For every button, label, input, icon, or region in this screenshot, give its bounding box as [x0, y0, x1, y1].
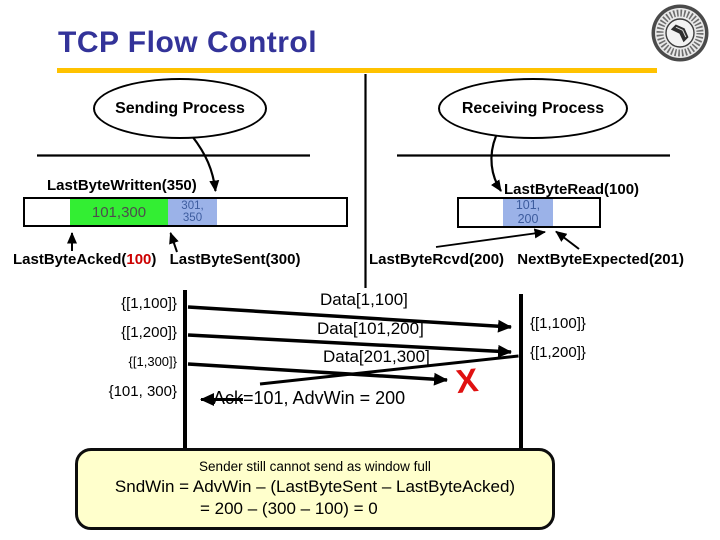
- data-message-label-2: Data[101,200]: [317, 319, 424, 338]
- next-byte-expected-label: NextByteExpected(201): [517, 251, 684, 268]
- note-line-2: SndWin = AdvWin – (LastByteSent – LastBy…: [114, 477, 516, 496]
- data-arrow-1: [187, 305, 512, 333]
- sender-state-4: {101, 300}: [108, 383, 177, 400]
- written-unsent-cell: 301, 350: [168, 199, 217, 225]
- rcvd-pointer-arrow: [435, 228, 546, 248]
- sending-process-to-buffer-arrow: [191, 135, 220, 192]
- data-message-label-3: Data[201,300]: [323, 347, 430, 366]
- last-byte-acked-label: LastByteAcked(100): [13, 251, 157, 268]
- last-byte-sent-label: LastByteSent(300): [169, 251, 301, 268]
- written-unsent-range-line1: 301,: [181, 199, 204, 212]
- received-range-line1: 101,: [515, 198, 541, 212]
- receiver-state-2: {[1,200]}: [530, 344, 586, 361]
- sent-unacked-range: 101,300: [91, 203, 147, 221]
- page-title: TCP Flow Control: [58, 26, 318, 59]
- university-seal-icon: [651, 4, 709, 62]
- ack-message-label: Ack=101, AdvWin = 200: [213, 388, 406, 408]
- receiving-process-to-buffer-arrow: [490, 135, 502, 192]
- receiver-pointer-labels: LastByteRcvd(200) NextByteExpected(201): [369, 251, 684, 268]
- receiver-state-1: {[1,100]}: [530, 315, 586, 332]
- sender-buffer: 101,300 301, 350: [23, 197, 348, 227]
- sender-pointer-labels: LastByteAcked(100) LastByteSent(300): [13, 251, 300, 268]
- data-arrow-3-lost: [187, 362, 448, 386]
- sent-unacked-cell: 101,300: [70, 199, 168, 225]
- receiving-process-label: Receiving Process: [461, 99, 605, 117]
- written-unsent-range-line2: 350: [182, 212, 203, 224]
- sending-process-oval: Sending Process: [93, 78, 267, 139]
- seal-text-ring: [656, 9, 704, 57]
- expected-pointer-arrow: [555, 230, 580, 250]
- ack-arrow-line: [259, 354, 519, 386]
- seal-book-emblem: [670, 24, 689, 43]
- receiving-process-oval: Receiving Process: [438, 78, 628, 139]
- received-buffered-cell: 101, 200: [503, 198, 553, 226]
- data-arrow-2: [187, 333, 512, 358]
- note-box: Sender still cannot send as window full …: [75, 448, 555, 530]
- title-underline: [57, 68, 657, 73]
- sender-state-1: {[1,100]}: [121, 295, 177, 312]
- last-byte-rcvd-label: LastByteRcvd(200): [369, 251, 505, 268]
- sent-pointer-arrow: [169, 232, 179, 253]
- sending-process-label: Sending Process: [115, 99, 245, 117]
- last-byte-written-label: LastByteWritten(350): [47, 177, 197, 194]
- data-message-label-1: Data[1,100]: [320, 290, 408, 309]
- sender-state-3: {[1,300]}: [128, 354, 177, 369]
- note-line-3: = 200 – (300 – 100) = 0: [200, 499, 378, 518]
- acked-value: 100: [126, 251, 152, 268]
- packet-loss-x-marker: X: [454, 360, 480, 401]
- note-line-1: Sender still cannot send as window full: [199, 459, 431, 474]
- received-range-line2: 200: [517, 211, 539, 226]
- last-byte-read-label: LastByteRead(100): [504, 181, 640, 198]
- receiver-buffer: 101, 200: [457, 197, 601, 228]
- sender-state-2: {[1,200]}: [121, 324, 177, 341]
